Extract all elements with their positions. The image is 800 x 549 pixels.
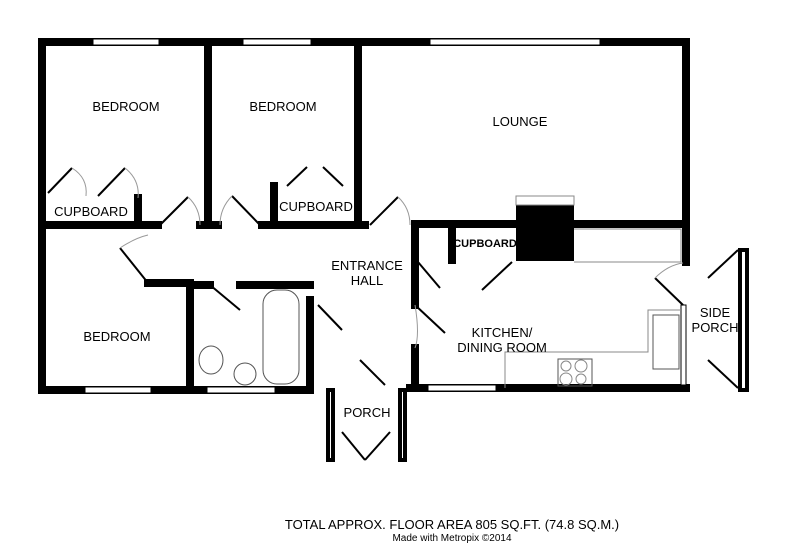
credit-text: Made with Metropix ©2014 xyxy=(392,533,512,544)
toilet xyxy=(198,345,224,375)
basin xyxy=(233,362,257,386)
room-cupboard-3: CUPBOARD xyxy=(453,238,517,250)
kitchen-line-2: DINING ROOM xyxy=(457,340,547,355)
chimney xyxy=(516,205,574,261)
fixtures xyxy=(198,195,682,388)
room-entrance-hall: ENTRANCE HALL xyxy=(331,258,403,288)
porch-walls xyxy=(326,248,749,462)
sink xyxy=(652,314,680,370)
entrance-hall-line-1: ENTRANCE xyxy=(331,258,403,273)
room-cupboard-2: CUPBOARD xyxy=(279,199,353,214)
room-cupboard-1: CUPBOARD xyxy=(54,204,128,219)
side-porch-line-2: PORCH xyxy=(691,320,739,335)
room-lounge: LOUNGE xyxy=(492,114,548,129)
side-porch-line-1: SIDE xyxy=(699,305,731,320)
doors xyxy=(47,166,739,461)
floor-area-text: TOTAL APPROX. FLOOR AREA 805 SQ.FT. (74.… xyxy=(284,517,620,532)
hob xyxy=(557,358,593,387)
room-bedroom-1: BEDROOM xyxy=(92,99,160,114)
door-swings xyxy=(71,167,684,349)
windows xyxy=(84,38,687,394)
room-bedroom-3: BEDROOM xyxy=(83,329,151,344)
room-kitchen-dining: KITCHEN/ DINING ROOM xyxy=(457,325,547,355)
room-side-porch: SIDE PORCH xyxy=(692,305,739,335)
bath xyxy=(262,289,300,385)
room-porch: PORCH xyxy=(343,405,391,420)
entrance-hall-line-2: HALL xyxy=(350,273,384,288)
kitchen-line-1: KITCHEN/ xyxy=(471,325,533,340)
room-bedroom-2: BEDROOM xyxy=(249,99,317,114)
